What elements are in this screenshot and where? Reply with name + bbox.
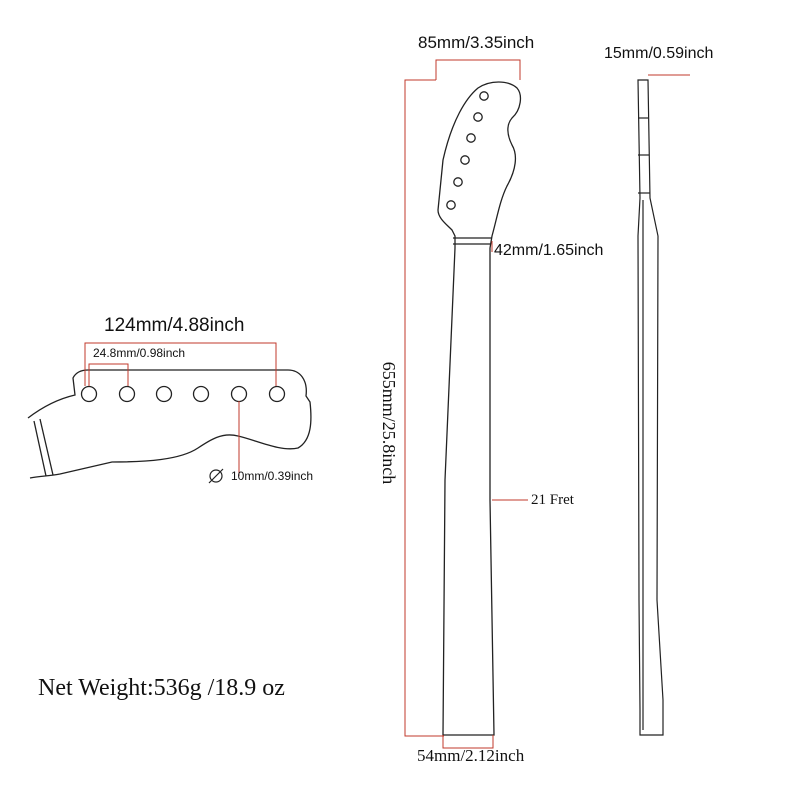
nut-line-detail-1 xyxy=(33,420,47,477)
headstock-detail-outline xyxy=(27,369,312,479)
headstock-detail-view xyxy=(27,369,312,479)
tuner-spacing-line xyxy=(88,363,129,386)
nut-width-label: 42mm/1.65inch xyxy=(494,242,604,259)
total-length-line xyxy=(404,79,444,737)
total-length-label: 655mm/25.8inch xyxy=(379,361,399,485)
neck-front-outline xyxy=(437,81,522,736)
tuner-hole-2 xyxy=(473,112,483,122)
headstock-thickness-label: 15mm/0.59inch xyxy=(604,45,714,62)
tuner-hole-4 xyxy=(460,155,470,165)
fret-count-label: 21 Fret xyxy=(531,492,574,508)
tuner-hole-5 xyxy=(453,177,463,187)
tuner-span-label: 124mm/4.88inch xyxy=(104,315,245,336)
headstock-width-line xyxy=(435,59,521,80)
neck-side-outline xyxy=(637,79,664,736)
detail-tuner-hole-6 xyxy=(268,385,286,403)
neck-side-view xyxy=(637,79,664,736)
tuner-span-line xyxy=(84,342,277,386)
tuner-spacing-label: 24.8mm/0.98inch xyxy=(93,346,186,360)
heel-width-line xyxy=(442,735,494,749)
dimension-lines xyxy=(84,59,690,749)
heel-width-label: 54mm/2.12inch xyxy=(417,746,525,765)
diameter-symbol-icon xyxy=(208,468,224,484)
tuner-hole-3 xyxy=(466,133,476,143)
detail-tuner-hole-5 xyxy=(230,385,248,403)
tuner-hole-6 xyxy=(446,200,456,210)
hole-diameter-label: 10mm/0.39inch xyxy=(231,469,314,483)
detail-tuner-hole-4 xyxy=(192,385,210,403)
headstock-width-label: 85mm/3.35inch xyxy=(418,33,535,52)
nut-line-detail-2 xyxy=(39,418,54,476)
detail-tuner-hole-3 xyxy=(155,385,173,403)
net-weight-label: Net Weight:536g /18.9 oz xyxy=(38,675,285,701)
neck-front-view xyxy=(437,81,522,736)
detail-tuner-hole-2 xyxy=(118,385,136,403)
tuner-hole-1 xyxy=(479,91,489,101)
detail-tuner-hole-1 xyxy=(80,385,98,403)
